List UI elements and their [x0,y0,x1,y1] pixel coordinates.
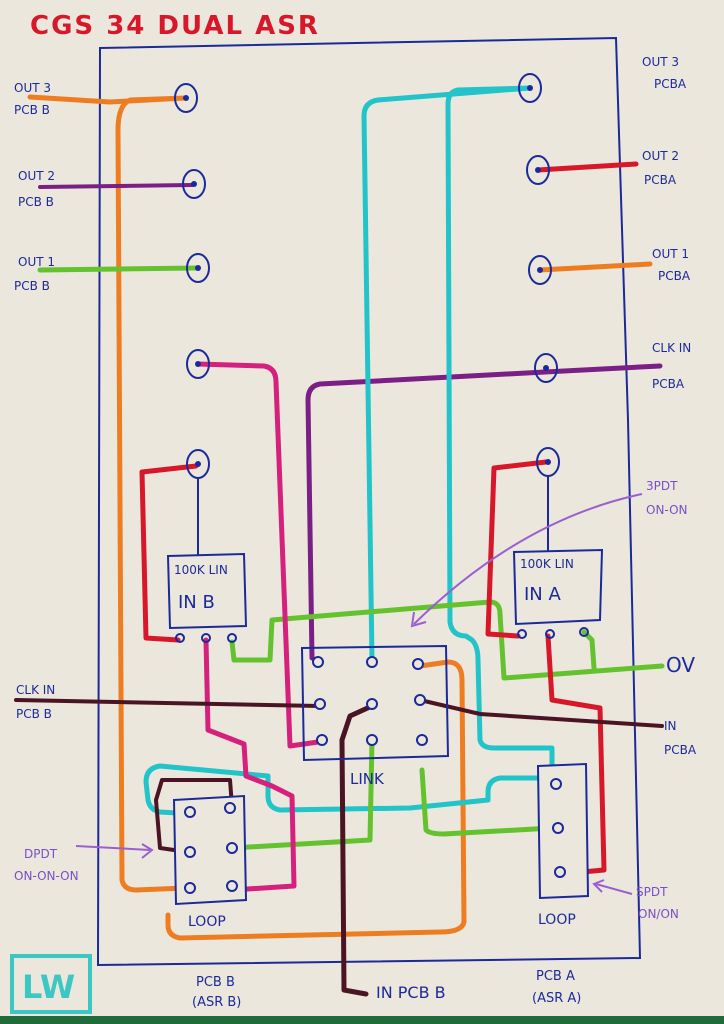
jack-out2-pcbb [182,169,206,199]
label-out3-pcba-1: OUT 3 [642,55,679,69]
lw-logo-text: LW [22,968,75,1006]
jack-out2-pcba [526,155,550,185]
loop-a-label: LOOP [538,912,576,928]
jack-out3-pcbb [174,83,198,113]
pot-a: 100K LIN IN A [512,548,604,639]
label-out1-pcbb-2: PCB B [14,279,50,293]
jack-out1-pcbb [186,253,210,283]
label-dpdt-2: ON-ON-ON [14,869,79,883]
label-clk-in-pcba-1: CLK IN [652,341,691,355]
bottom-edge-strip [0,1016,724,1024]
jack-out3-pcba [518,73,542,103]
label-in-pcba-2: PCBA [664,743,697,757]
wire-green-loop-b [229,737,555,851]
label-out2-pcba-2: PCBA [644,173,677,187]
wire-purple-out2b [38,183,194,189]
label-out2-pcbb-1: OUT 2 [18,169,55,183]
label-ov: OV [666,653,695,677]
wire-maroon-loop-b [154,778,234,854]
wire-red-out2a [535,161,639,173]
wire-maroon-in-a [418,698,664,728]
pot-b-value: 100K LIN [174,563,228,577]
wire-green-out1b [37,265,199,273]
label-out1-pcbb-1: OUT 1 [18,255,55,269]
link-label: LINK [350,770,385,788]
label-out1-pcba-2: PCBA [658,269,691,283]
wire-green-pot-a [581,629,597,671]
spdt-arrow [592,879,633,895]
label-out2-pcbb-2: PCB B [18,195,54,209]
wire-cyan-loop [143,763,555,817]
jack-clk-in-pcba [534,353,558,383]
pot-b: 100K LIN IN B [166,552,248,643]
jack-out1-pcba [528,255,552,285]
wire-green-ov [229,599,665,681]
label-spdt-1: SPDT [636,885,668,899]
wire-purple-clk-a [305,363,663,661]
label-pcbb-2: (ASR B) [192,995,241,1010]
label-pcbb-1: PCB B [196,975,235,990]
wire-orange-out3b [27,94,188,893]
label-clk-in-pcbb-1: CLK IN [16,683,55,697]
wire-cyan-out3a [445,85,555,778]
link-switch: LINK [300,644,450,788]
panel-outline [96,36,642,967]
label-pcba-2: (ASR A) [532,991,581,1006]
wire-orange-link-loop [165,659,467,941]
label-out3-pcbb-1: OUT 3 [14,81,51,95]
label-dpdt-1: DPDT [24,847,58,861]
wire-magenta-pot-b [195,361,321,893]
wire-red-pot-a [485,459,607,877]
lw-logo: LW [10,954,92,1014]
label-out2-pcba-1: OUT 2 [642,149,679,163]
label-out3-pcbb-2: PCB B [14,103,50,117]
jack-in-b [186,349,210,379]
wire-orange-out1a [537,261,653,273]
dpdt-arrow [75,843,154,859]
wire-cyan-link [361,85,533,663]
label-3pdt-2: ON-ON [646,503,688,517]
label-3pdt-1: 3PDT [646,479,678,493]
label-in-pcba-1: IN [664,719,677,733]
pot-a-name: IN A [524,584,561,605]
wire-maroon-in-b [339,703,375,997]
loop-switch-a: LOOP [536,762,590,928]
pot-b-name: IN B [178,592,215,613]
loop-switch-b: LOOP [172,794,248,930]
pot-a-value: 100K LIN [520,557,574,571]
label-clk-in-pcbb-2: PCB B [16,707,52,721]
label-spdt-2: ON/ON [638,907,679,921]
jack-pot-b-shaft [186,449,210,479]
loop-b-label: LOOP [188,914,226,930]
threepdt-arrow [410,493,643,628]
label-clk-in-pcba-2: PCBA [652,377,685,391]
label-in-pcbb: IN PCB B [376,983,446,1002]
wire-maroon-clk-b [14,698,322,708]
diagram-title: CGS 34 DUAL ASR [30,11,320,41]
label-pcba-1: PCB A [536,969,575,984]
wire-red-pot-b [139,463,199,643]
label-out3-pcba-2: PCBA [654,77,687,91]
label-out1-pcba-1: OUT 1 [652,247,689,261]
